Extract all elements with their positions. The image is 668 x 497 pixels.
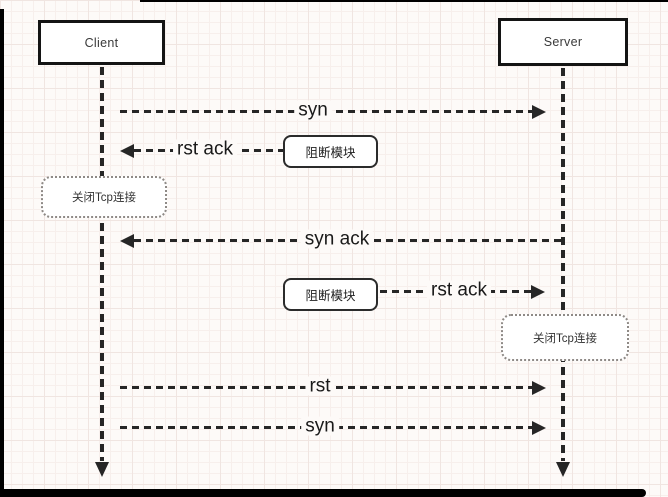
frame-bottom-edge: [0, 489, 646, 497]
close-tcp-note-client-label: 关闭Tcp连接: [72, 192, 136, 204]
close-tcp-note-server: 关闭Tcp连接: [501, 314, 629, 361]
message-rstack-1-arrowhead-icon: [120, 143, 134, 158]
message-synack-label: syn ack: [300, 229, 374, 249]
blocking-module-box-2: 阻断模块: [283, 278, 378, 311]
message-syn-1-arrowhead-icon: [532, 104, 546, 119]
blocking-module-box-1: 阻断模块: [283, 135, 378, 168]
actor-server: Server: [498, 18, 628, 66]
message-syn-2-label: syn: [301, 416, 339, 436]
message-rst-arrowhead-icon: [532, 380, 546, 395]
lifeline-client: [100, 67, 104, 461]
blocking-module-1-label: 阻断模块: [305, 146, 356, 160]
actor-client-label: Client: [84, 35, 119, 50]
message-rst-label: rst: [305, 376, 335, 396]
frame-left-edge: [0, 9, 4, 497]
message-rstack-2-arrowhead-icon: [531, 284, 545, 299]
message-rstack-2-label: rst ack: [427, 280, 491, 300]
message-synack-arrowhead-icon: [120, 233, 134, 248]
message-syn-2-arrowhead-icon: [532, 420, 546, 435]
blocking-module-2-label: 阻断模块: [305, 289, 356, 303]
close-tcp-note-client: 关闭Tcp连接: [41, 176, 167, 218]
close-tcp-note-server-label: 关闭Tcp连接: [533, 332, 597, 345]
lifeline-server: [561, 68, 565, 461]
lifeline-client-arrowhead-icon: [95, 462, 109, 477]
frame-top-edge: [140, 0, 668, 2]
actor-client: Client: [38, 20, 165, 65]
actor-server-label: Server: [543, 35, 583, 49]
lifeline-server-arrowhead-icon: [556, 462, 570, 477]
message-syn-1-label: syn: [294, 100, 332, 120]
message-rstack-1-label: rst ack: [173, 139, 237, 159]
